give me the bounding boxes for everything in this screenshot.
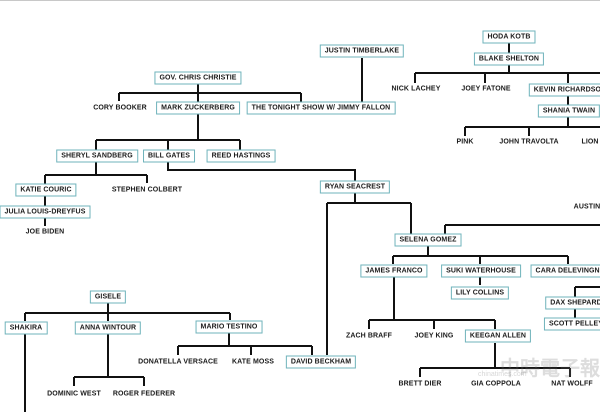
node-donatella-versace: DONATELLA VERSACE [138,358,218,366]
node-nick-lachey: NICK LACHEY [391,85,441,93]
node-chris-christie: GOV. CHRIS CHRISTIE [154,71,242,85]
node-dax-shepard: DAX SHEPARD [545,296,600,310]
node-mario-testino: MARIO TESTINO [195,320,263,334]
node-ryan-seacrest: RYAN SEACREST [319,180,391,194]
node-selena-gomez: SELENA GOMEZ [394,233,462,247]
node-bill-gates: BILL GATES [143,149,195,163]
node-kate-moss: KATE MOSS [232,358,274,366]
node-mark-zuckerberg: MARK ZUCKERBERG [156,101,240,115]
node-pink: PINK [456,138,474,146]
node-james-franco: JAMES FRANCO [360,264,428,278]
node-kevin-richardson: KEVIN RICHARDSON [528,83,600,97]
node-joey-fatone: JOEY FATONE [461,85,511,93]
node-gia-coppola: GIA COPPOLA [471,380,521,388]
node-cory-booker: CORY BOOKER [93,104,147,112]
node-shania-twain: SHANIA TWAIN [537,104,600,118]
node-zach-braff: ZACH BRAFF [345,332,393,340]
node-scott-pelley: SCOTT PELLEY [543,317,600,331]
node-roger-federer: ROGER FEDERER [112,390,176,398]
node-katie-couric: KATIE COURIC [15,183,77,197]
node-suki-waterhouse: SUKI WATERHOUSE [441,264,521,278]
node-blake-shelton: BLAKE SHELTON [473,52,545,66]
top-border [0,0,600,1]
node-justin-timberlake: JUSTIN TIMBERLAKE [319,44,405,58]
node-tonight-show: THE TONIGHT SHOW W/ JIMMY FALLON [246,101,396,115]
node-austin: AUSTIN [573,203,600,211]
node-lily-collins: LILY COLLINS [450,286,510,300]
node-joey-king: JOEY KING [414,332,454,340]
node-lion: LION [581,138,599,146]
node-dominic-west: DOMINIC WEST [47,390,101,398]
node-gisele: GISELE [89,290,127,304]
node-julia-louis-dreyfus: JULIA LOUIS-DREYFUS [0,205,91,219]
node-reed-hastings: REED HASTINGS [206,149,276,163]
node-stephen-colbert: STEPHEN COLBERT [111,186,183,194]
node-shakira: SHAKIRA [4,321,48,335]
node-joe-biden: JOE BIDEN [25,228,65,236]
watermark-logo: 中時電子報 [500,358,600,380]
node-nat-wolff: NAT WOLFF [551,380,593,388]
node-brett-dier: BRETT DIER [398,380,442,388]
node-hoda-kotb: HODA KOTB [482,30,536,44]
node-keegan-allen: KEEGAN ALLEN [464,329,532,343]
watermark-url: chinatimes.com [478,371,527,378]
node-anna-wintour: ANNA WINTOUR [74,321,142,335]
node-david-beckham: DAVID BECKHAM [285,355,357,369]
node-john-travolta: JOHN TRAVOLTA [499,138,559,146]
node-sheryl-sandberg: SHERYL SANDBERG [56,149,138,163]
node-cara-delevingne: CARA DELEVINGNE [530,264,600,278]
